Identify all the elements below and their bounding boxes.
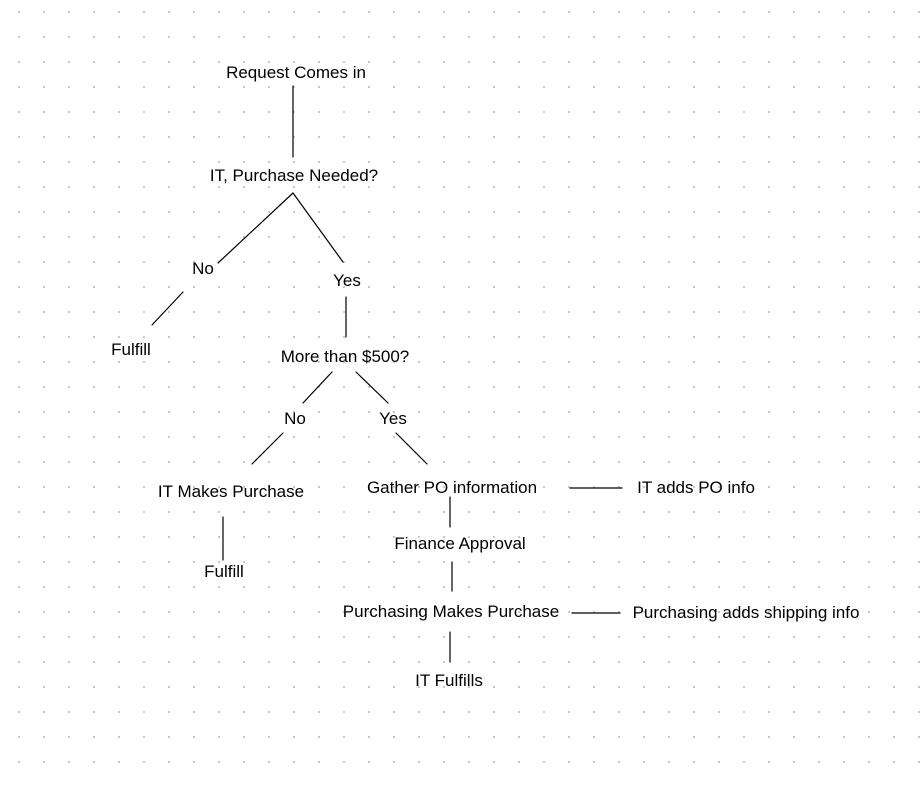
node-it-purchase-needed[interactable]: IT, Purchase Needed? [209,165,379,185]
node-branch2-yes[interactable]: Yes [379,408,407,428]
node-request-comes-in[interactable]: Request Comes in [226,62,366,82]
node-gather-po-information[interactable]: Gather PO information [366,477,538,497]
node-it-fulfills[interactable]: IT Fulfills [415,670,483,690]
node-branch1-yes[interactable]: Yes [333,270,361,290]
edge-no-to-it-makes-purchase[interactable] [251,432,284,465]
node-it-adds-po-info[interactable]: IT adds PO info [637,477,755,497]
node-purchasing-adds-shipping-info[interactable]: Purchasing adds shipping info [632,602,860,622]
edge-500-to-yes[interactable] [355,371,389,404]
edge-no-to-fulfill[interactable] [151,291,184,326]
node-branch1-no[interactable]: No [192,258,214,278]
node-finance-approval[interactable]: Finance Approval [394,533,526,553]
edge-purchase-needed-to-yes[interactable] [292,192,344,263]
edge-yes-to-gather-po[interactable] [395,432,428,465]
node-fulfill-2[interactable]: Fulfill [204,561,244,581]
node-it-makes-purchase[interactable]: IT Makes Purchase [157,481,305,501]
node-branch2-no[interactable]: No [284,408,306,428]
node-purchasing-makes-purchase[interactable]: Purchasing Makes Purchase [342,601,560,621]
node-more-than-500[interactable]: More than $500? [280,346,410,366]
edge-500-to-no[interactable] [302,371,333,404]
node-fulfill-1[interactable]: Fulfill [111,339,151,359]
edge-purchase-needed-to-no[interactable] [217,192,294,264]
